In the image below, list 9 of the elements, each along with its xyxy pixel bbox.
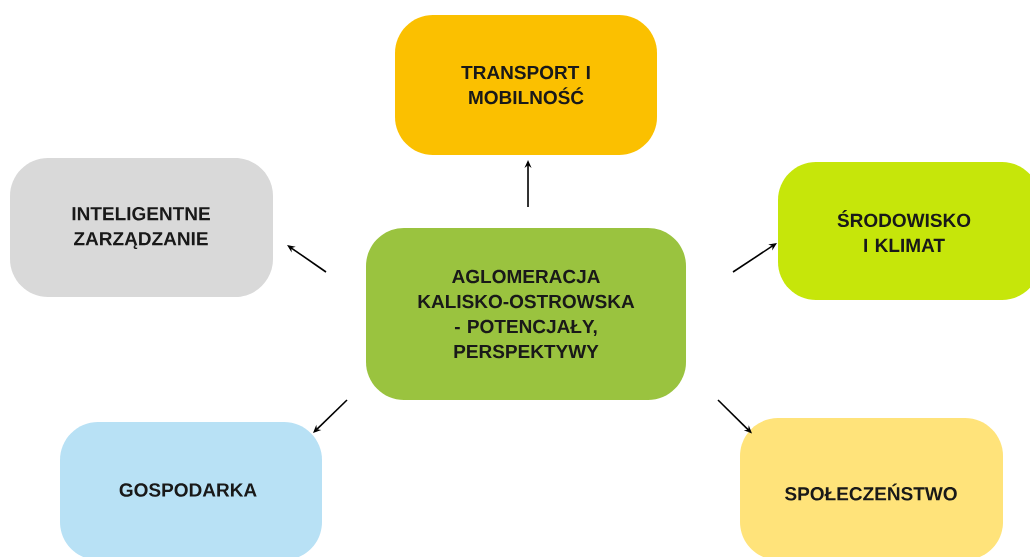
topic-box: INTELIGENTNE ZARZĄDZANIE — [10, 158, 273, 297]
topic-box: GOSPODARKA — [60, 422, 322, 557]
topic-box: ŚRODOWISKO I KLIMAT — [778, 162, 1030, 300]
topic-box: AGLOMERACJA KALISKO-OSTROWSKA - POTENCJAŁY, PERSPEKTYWY — [366, 228, 686, 400]
arrow — [313, 399, 348, 433]
arrow — [287, 245, 327, 273]
arrow — [732, 243, 777, 273]
topic-box: TRANSPORT I MOBILNOŚĆ — [395, 15, 657, 155]
topic-box: SPOŁECZEŃSTWO — [740, 418, 1003, 557]
